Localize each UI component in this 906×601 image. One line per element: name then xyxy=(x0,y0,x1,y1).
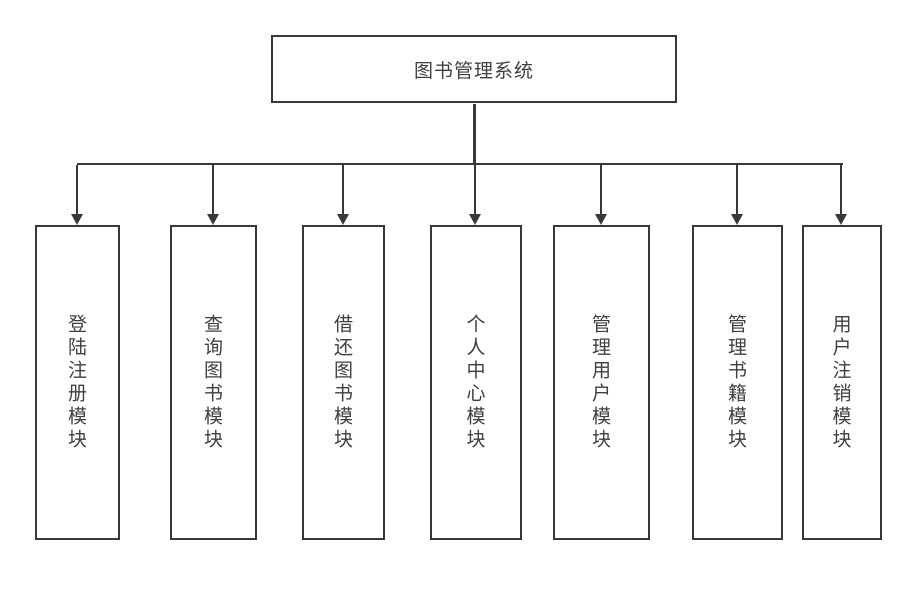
connector-line-user-logout xyxy=(840,165,842,215)
module-node-label: 管理书籍模块 xyxy=(725,313,746,452)
module-node-manage-books: 管理书籍模块 xyxy=(692,225,783,540)
connector-line-login-register xyxy=(76,165,78,215)
bus-connector-line xyxy=(77,163,843,165)
arrow-down-icon xyxy=(469,214,481,225)
module-node-borrow-return: 借还图书模块 xyxy=(302,225,385,540)
module-node-user-logout: 用户注销模块 xyxy=(802,225,882,540)
connector-line-borrow-return xyxy=(342,165,344,215)
module-node-login-register: 登陆注册模块 xyxy=(35,225,120,540)
arrow-down-icon xyxy=(207,214,219,225)
module-node-label: 个人中心模块 xyxy=(463,313,485,452)
trunk-connector-line xyxy=(473,104,476,164)
module-node-label: 管理用户模块 xyxy=(589,313,610,452)
connector-line-search-books xyxy=(212,165,214,215)
connector-line-personal-center xyxy=(474,165,476,215)
root-node-label: 图书管理系统 xyxy=(413,60,534,82)
arrow-down-icon xyxy=(595,214,607,225)
arrow-down-icon xyxy=(835,214,847,225)
module-node-label: 登陆注册模块 xyxy=(65,313,86,452)
connector-line-manage-books xyxy=(736,165,738,215)
arrow-down-icon xyxy=(71,214,83,225)
module-node-label: 借还图书模块 xyxy=(331,313,352,452)
root-node: 图书管理系统 xyxy=(271,35,677,103)
module-node-label: 用户注销模块 xyxy=(829,313,851,452)
connector-line-manage-users xyxy=(600,165,602,215)
module-node-personal-center: 个人中心模块 xyxy=(430,225,522,540)
arrow-down-icon xyxy=(337,214,349,225)
arrow-down-icon xyxy=(731,214,743,225)
module-node-search-books: 查询图书模块 xyxy=(170,225,257,540)
module-node-manage-users: 管理用户模块 xyxy=(553,225,650,540)
module-node-label: 查询图书模块 xyxy=(201,313,222,452)
